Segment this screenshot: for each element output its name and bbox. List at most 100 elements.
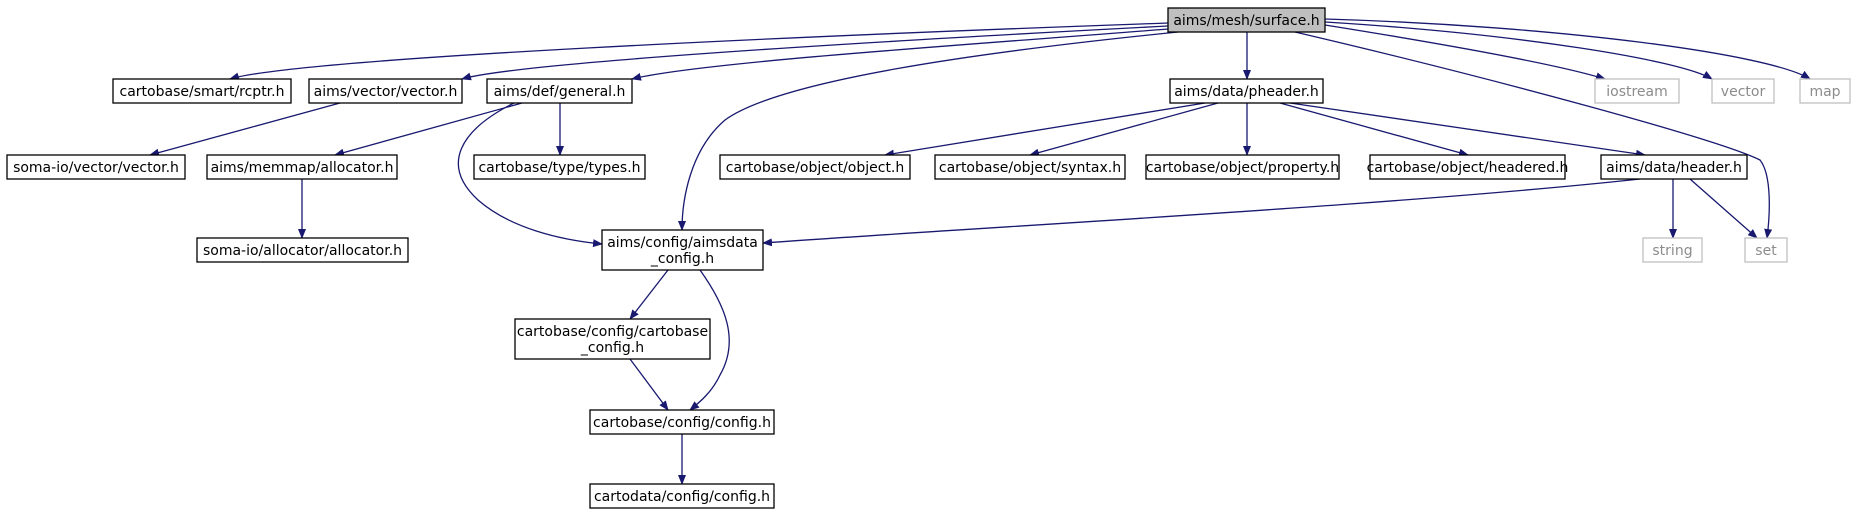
edge-line <box>689 269 730 411</box>
node-rcptr[interactable]: cartobase/smart/rcptr.h <box>112 78 292 104</box>
edge-surface-to-aimsdataconfig <box>678 31 1179 231</box>
node-box <box>112 78 292 104</box>
node-label: aims/data/pheader.h <box>1174 84 1319 100</box>
edge-line <box>629 358 669 411</box>
node-label: _config.h <box>650 251 714 267</box>
node-map: map <box>1799 78 1851 104</box>
edge-general-to-aimsdataconfig <box>457 102 603 248</box>
edge-line <box>149 102 341 157</box>
edge-aimsdataconfig-to-cbconfig <box>629 269 669 320</box>
edge-header-to-aimsdataconfig <box>762 178 1641 247</box>
node-vector: vector <box>1711 78 1775 104</box>
edge-surface-to-iostream <box>1324 24 1606 81</box>
edge-line <box>461 25 1169 81</box>
edge-pheader-to-object <box>884 102 1206 158</box>
node-label: soma-io/allocator/allocator.h <box>203 243 402 259</box>
node-syntax[interactable]: cartobase/object/syntax.h <box>934 154 1126 180</box>
edge-pheader-to-header <box>1289 102 1646 158</box>
edge-surface-to-rcptr <box>229 22 1169 81</box>
node-box <box>1369 154 1566 180</box>
node-label: vector <box>1721 84 1766 100</box>
node-label: cartobase/config/cartobase <box>517 324 708 340</box>
node-box <box>1744 237 1788 263</box>
edges-layer <box>149 18 1811 485</box>
node-cdconfig[interactable]: cartodata/config/config.h <box>589 483 775 509</box>
node-label: set <box>1755 243 1777 259</box>
node-label: aims/def/general.h <box>494 84 626 100</box>
node-memallocator[interactable]: aims/memmap/allocator.h <box>206 154 398 180</box>
node-surface[interactable]: aims/mesh/surface.h <box>1167 7 1326 33</box>
node-label: aims/mesh/surface.h <box>1173 13 1319 29</box>
edge-pheader-to-headered <box>1279 102 1469 157</box>
edge-line <box>884 102 1206 158</box>
node-headered[interactable]: cartobase/object/headered.h <box>1367 154 1569 180</box>
node-box <box>1642 237 1703 263</box>
node-box <box>589 409 775 435</box>
node-box <box>473 154 646 180</box>
node-label: map <box>1809 84 1840 100</box>
node-label: aims/vector/vector.h <box>314 84 458 100</box>
edge-header-to-set <box>1689 178 1758 239</box>
node-box <box>196 237 409 263</box>
node-label: cartobase/type/types.h <box>478 160 640 176</box>
node-label: _config.h <box>580 340 644 356</box>
node-box <box>514 318 711 360</box>
edge-line <box>229 22 1169 81</box>
node-label: aims/data/header.h <box>1606 160 1742 176</box>
node-box <box>601 229 764 271</box>
node-label: cartobase/object/object.h <box>726 160 905 176</box>
node-box <box>1145 154 1340 180</box>
edge-general-to-memallocator <box>334 102 523 157</box>
node-box <box>6 154 186 180</box>
node-string: string <box>1642 237 1703 263</box>
node-box <box>719 154 911 180</box>
node-header[interactable]: aims/data/header.h <box>1600 154 1748 180</box>
node-label: string <box>1652 243 1692 259</box>
edge-line <box>629 269 669 320</box>
node-box <box>589 483 775 509</box>
edge-line <box>1324 18 1811 80</box>
node-set: set <box>1744 237 1788 263</box>
node-somavector[interactable]: soma-io/vector/vector.h <box>6 154 186 180</box>
edge-surface-to-vector <box>1324 21 1713 80</box>
node-somaallocator[interactable]: soma-io/allocator/allocator.h <box>196 237 409 263</box>
node-box <box>934 154 1126 180</box>
node-aimsvector[interactable]: aims/vector/vector.h <box>308 78 463 104</box>
node-box <box>1711 78 1775 104</box>
node-box <box>1600 154 1748 180</box>
nodes-layer: aims/mesh/surface.h cartobase/smart/rcptr… <box>6 7 1851 509</box>
node-config[interactable]: cartobase/config/config.h <box>589 409 775 435</box>
edge-aimsdataconfig-to-config <box>689 269 730 411</box>
edge-line <box>678 31 1179 231</box>
edge-line <box>457 102 603 248</box>
node-box <box>1167 7 1326 33</box>
node-box <box>486 78 633 104</box>
node-iostream: iostream <box>1594 78 1680 104</box>
edge-line <box>631 28 1169 81</box>
edge-aimsvector-to-somavector <box>149 102 341 157</box>
node-label: cartobase/smart/rcptr.h <box>120 84 285 100</box>
edge-cbconfig-to-config <box>629 358 669 411</box>
edge-line <box>762 178 1641 247</box>
node-label: aims/config/aimsdata <box>607 235 758 251</box>
node-box <box>308 78 463 104</box>
edge-surface-to-general <box>631 28 1169 81</box>
node-object[interactable]: cartobase/object/object.h <box>719 154 911 180</box>
edge-surface-to-aimsvector <box>461 25 1169 81</box>
node-types[interactable]: cartobase/type/types.h <box>473 154 646 180</box>
node-box <box>1169 78 1324 104</box>
node-aimsdataconfig[interactable]: aims/config/aimsdata_config.h <box>601 229 764 271</box>
node-box <box>206 154 398 180</box>
edge-line <box>334 102 523 157</box>
node-pheader[interactable]: aims/data/pheader.h <box>1169 78 1324 104</box>
node-label: cartobase/object/syntax.h <box>939 160 1121 176</box>
node-property[interactable]: cartobase/object/property.h <box>1145 154 1340 180</box>
node-general[interactable]: aims/def/general.h <box>486 78 633 104</box>
node-cbconfig[interactable]: cartobase/config/cartobase_config.h <box>514 318 711 360</box>
node-label: iostream <box>1606 84 1668 100</box>
node-box <box>1799 78 1851 104</box>
node-box <box>1594 78 1680 104</box>
node-label: cartobase/object/property.h <box>1146 160 1339 176</box>
edge-surface-to-map <box>1324 18 1811 80</box>
